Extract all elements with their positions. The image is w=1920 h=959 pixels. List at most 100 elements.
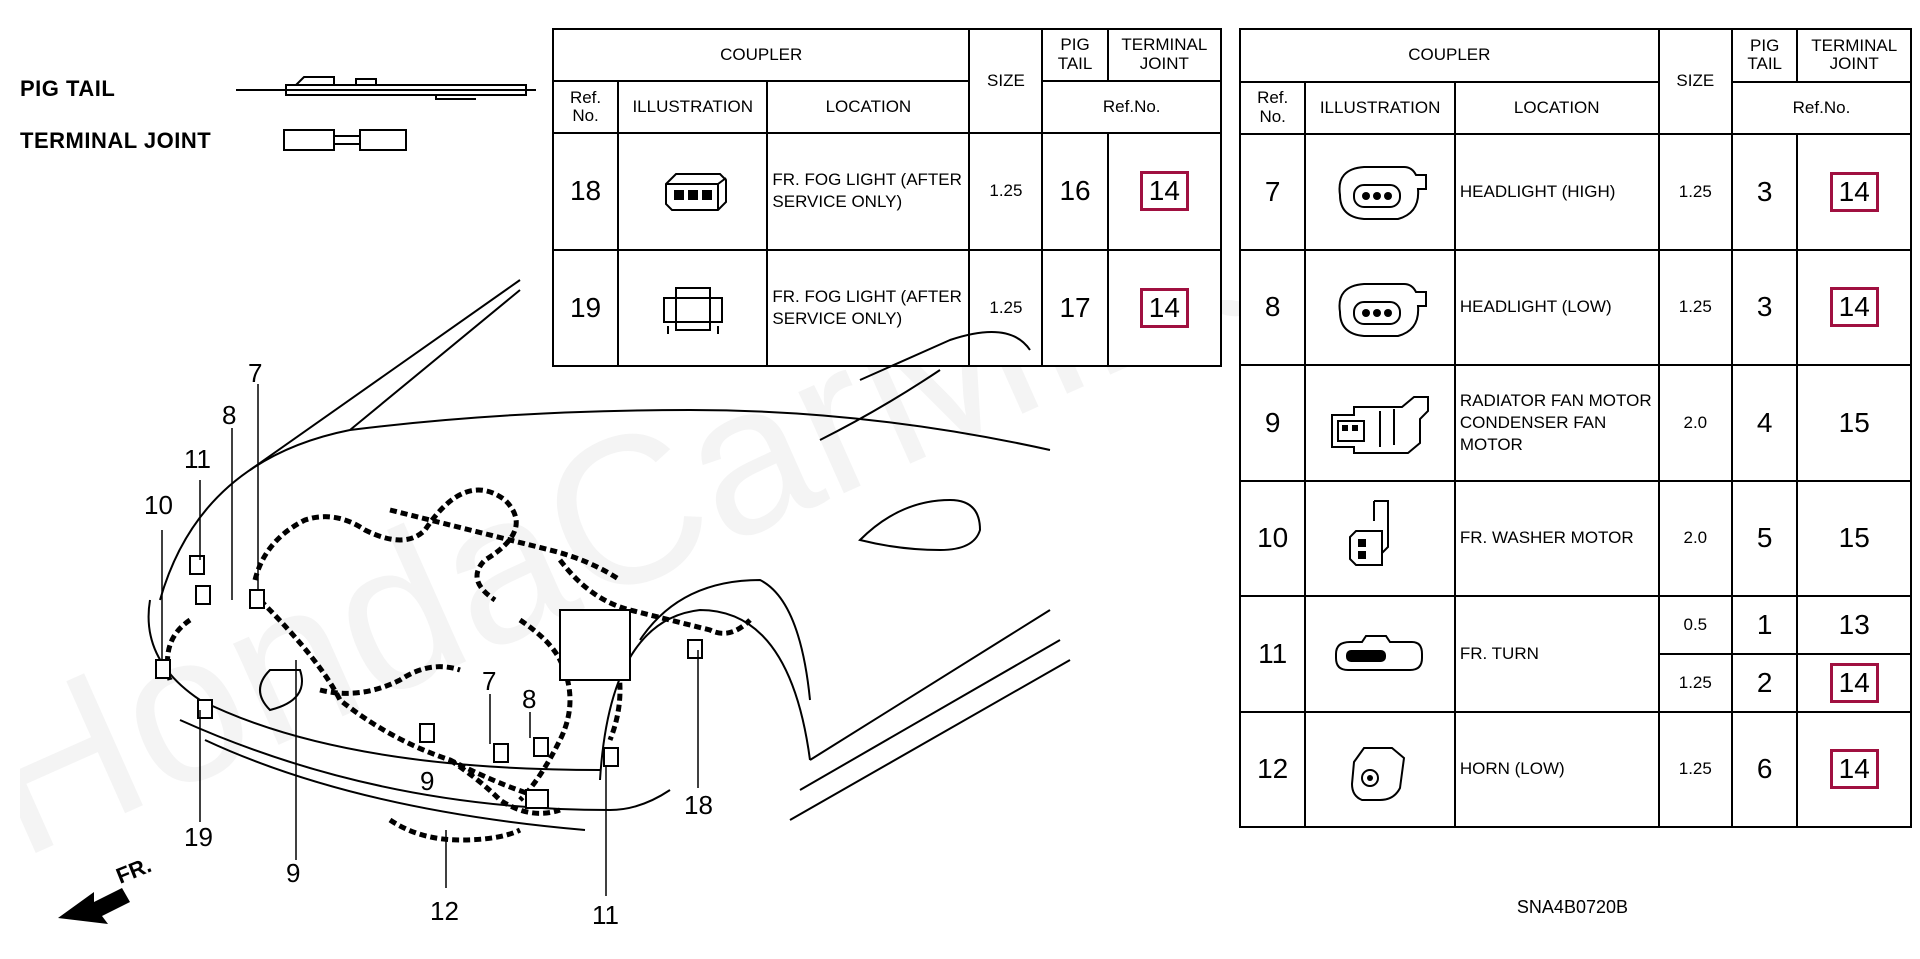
callout-11b: 11 (592, 900, 619, 930)
coupler-illustration (617, 132, 769, 251)
header-terminal-joint: TERMINAL JOINT (1106, 27, 1223, 83)
header-size: SIZE (968, 27, 1044, 135)
row-location: FR. FOG LIGHT (AFTER SERVICE ONLY) (766, 248, 971, 368)
table-row: 19 FR. FOG LIGHT (AFTER SERVICE ONLY) 1.… (551, 248, 1223, 368)
horn-coupler-icon (1351, 746, 1406, 801)
row-pig-tail: 4 (1730, 364, 1799, 482)
row-terminal: 14 (1829, 172, 1879, 213)
callout-12: 12 (430, 896, 459, 926)
header-illustration: ILLUSTRATION (1304, 80, 1456, 136)
callout-labels: 7 8 11 10 7 8 9 9 18 19 12 11 (144, 358, 713, 930)
callout-leaders (161, 384, 699, 896)
header-pig-tail: PIG TAIL (1041, 27, 1109, 83)
row-pig-tail: 3 (1730, 133, 1799, 251)
row-location: FR. TURN (1453, 595, 1660, 713)
legend-pig-tail-label: PIG TAIL (20, 76, 116, 101)
coupler-illustration (1304, 595, 1456, 713)
header-coupler: COUPLER (1239, 28, 1660, 83)
row-size: 1.25 (1657, 710, 1733, 828)
coupler-illustration (1304, 248, 1456, 367)
row-pig-tail-2: 2 (1730, 652, 1799, 713)
table-row: 12 HORN (LOW) 1.25 6 14 (1238, 710, 1912, 828)
row-ref: 9 (1238, 364, 1307, 482)
callout-18: 18 (684, 790, 713, 820)
header-illustration: ILLUSTRATION (617, 80, 769, 135)
header-size: SIZE (1657, 27, 1733, 136)
header-ref-no: Ref. No. (551, 80, 620, 135)
header-ref-no-sub: Ref.No. (1041, 80, 1222, 135)
diagram-code: SNA4B0720B (1516, 897, 1628, 917)
row-terminal: 14 (1829, 287, 1879, 328)
row-location: HEADLIGHT (LOW) (1453, 248, 1660, 367)
callout-9b: 9 (286, 858, 300, 888)
front-label: FR. (113, 852, 155, 888)
row-ref: 19 (551, 248, 620, 368)
fog-light-coupler-icon (664, 172, 727, 211)
table-row: 11 FR. TURN 0.5 1 13 (1238, 595, 1912, 713)
row-terminal: 15 (1796, 364, 1912, 482)
row-pig-tail: 5 (1730, 479, 1799, 598)
row-terminal: 13 (1796, 595, 1912, 655)
car-body-outline (147, 279, 1071, 831)
front-arrow-icon: FR. (58, 852, 155, 924)
table-row: 1.25 2 14 (1240, 652, 1912, 713)
coupler-table-left: COUPLER SIZE PIG TAIL TERMINAL JOINT Ref… (551, 27, 1223, 368)
turn-signal-coupler-icon (1335, 635, 1424, 672)
header-ref-no-sub: Ref.No. (1730, 80, 1913, 136)
terminal-joint-icon (283, 129, 407, 151)
callout-10: 10 (144, 490, 173, 520)
washer-motor-coupler-icon (1349, 499, 1390, 566)
table-row: 9 RADIATOR FAN MOTOR CONDENSER FAN MOTOR… (1238, 364, 1912, 482)
header-location: LOCATION (766, 80, 971, 135)
coupler-illustration (1304, 710, 1456, 828)
row-location: FR. FOG LIGHT (AFTER SERVICE ONLY) (766, 132, 971, 251)
coupler-illustration (1304, 479, 1456, 598)
row-size: 1.25 (968, 248, 1044, 368)
header-coupler: COUPLER (551, 27, 971, 83)
row-pig-tail: 16 (1041, 132, 1109, 251)
header-location: LOCATION (1453, 80, 1660, 136)
row-terminal: 14 (1139, 171, 1189, 212)
row-size: 1.25 (1657, 248, 1733, 367)
engine-harness-diagram: 7 8 11 10 7 8 9 9 18 19 12 11 FR. (58, 279, 1071, 930)
header-ref-no: Ref. No. (1238, 80, 1307, 136)
row-ref: 7 (1238, 133, 1307, 251)
row-size: 2.0 (1657, 364, 1733, 482)
row-location: HEADLIGHT (HIGH) (1453, 133, 1660, 251)
callout-11: 11 (184, 444, 211, 474)
headlight-coupler-icon (1338, 282, 1428, 337)
row-terminal: 15 (1796, 479, 1912, 598)
wire-harness (165, 487, 752, 843)
coupler-illustration (617, 248, 769, 368)
table-row: 18 FR. FOG LIGHT (AFTER SERVICE ONLY) 1.… (551, 132, 1223, 251)
table-row: 10 FR. WASHER MOTOR 2.0 5 15 (1238, 479, 1912, 598)
row-size-2: 1.25 (1657, 652, 1733, 713)
row-ref: 12 (1238, 710, 1307, 828)
header-pig-tail: PIG TAIL (1730, 28, 1799, 83)
callout-8b: 8 (522, 684, 536, 714)
row-ref: 8 (1238, 248, 1307, 367)
row-ref: 11 (1238, 595, 1307, 713)
fan-motor-coupler-icon (1331, 396, 1430, 455)
header-terminal-joint: TERMINAL JOINT (1796, 28, 1912, 83)
row-location: FR. WASHER MOTOR (1453, 479, 1660, 598)
row-size: 2.0 (1657, 479, 1733, 598)
row-terminal: 14 (1139, 287, 1189, 328)
connector-blocks (155, 555, 703, 809)
pig-tail-icon (236, 76, 536, 100)
callout-8: 8 (222, 400, 236, 430)
coupler-illustration (1304, 133, 1456, 251)
row-size: 1.25 (1657, 133, 1733, 251)
row-location: HORN (LOW) (1453, 710, 1660, 828)
legend-terminal-joint-label: TERMINAL JOINT (20, 128, 212, 153)
headlight-coupler-icon (1338, 165, 1428, 220)
row-pig-tail: 3 (1730, 248, 1799, 367)
row-pig-tail: 17 (1041, 248, 1109, 368)
callout-9: 9 (420, 766, 434, 796)
row-location: RADIATOR FAN MOTOR CONDENSER FAN MOTOR (1453, 364, 1660, 482)
row-terminal: 14 (1829, 749, 1879, 790)
coupler-illustration (1304, 364, 1456, 482)
row-terminal-2: 14 (1829, 662, 1879, 703)
row-size: 1.25 (968, 132, 1044, 251)
row-pig-tail: 6 (1730, 710, 1799, 828)
